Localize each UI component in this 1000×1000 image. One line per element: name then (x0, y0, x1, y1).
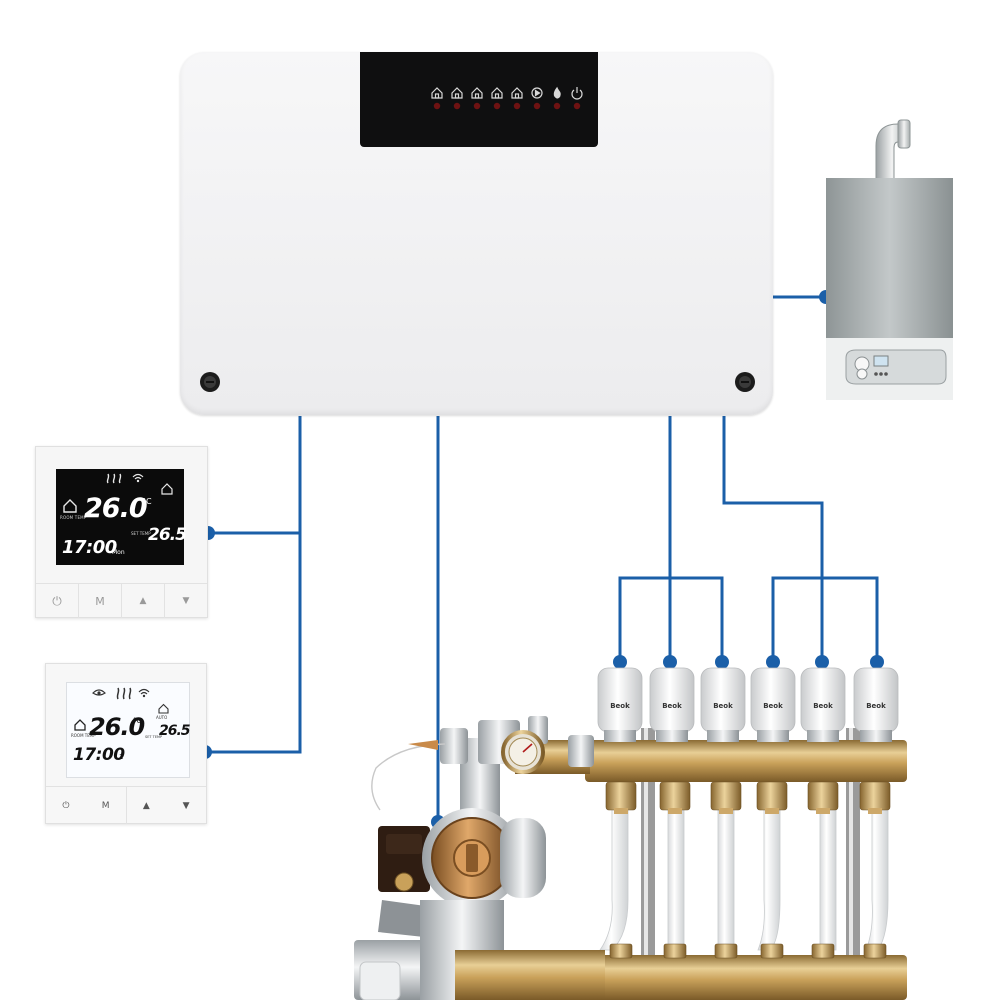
supply-outlet-fittings (605, 781, 891, 814)
actuator-3: Beok (700, 667, 746, 742)
clock-time: 17:00 (62, 537, 117, 558)
wire-node-actuator-6 (870, 655, 884, 669)
wire-node-actuator-1 (613, 655, 627, 669)
thermostat-black-screen: ROOM TEMP 26.0 °C SET TEMP 26.5 17:00 Mo… (56, 469, 187, 565)
boiler-flame-icon (553, 86, 561, 99)
pump-led (533, 102, 541, 110)
zone-1-home-icon (431, 87, 443, 99)
room-temp-label: ROOM TEMP (71, 733, 96, 738)
room-home-icon (63, 499, 77, 513)
clock-time: 17:00 (73, 745, 125, 765)
wiring-center-controller (180, 52, 773, 415)
mounting-brackets (641, 728, 860, 1000)
zone-5-home-icon (511, 87, 523, 99)
zone-3-led (473, 102, 481, 110)
zone-4-home-icon (491, 87, 503, 99)
zone-4-led (493, 102, 501, 110)
up-button[interactable]: ▲ (142, 800, 150, 811)
wire-node-actuator-5 (815, 655, 829, 669)
wire-thermostats (205, 416, 302, 754)
set-temp-label: SET TEMP (131, 531, 151, 536)
return-manifold-bar (585, 955, 907, 1000)
capillary-sensor (371, 743, 446, 811)
mode-button[interactable]: M (79, 584, 122, 618)
sensor-probe (408, 740, 438, 750)
actuator-brand-label: Beok (662, 702, 682, 710)
zone-2-home-icon (451, 87, 463, 99)
thermostat-white-display: AUTO ROOM TEMP 26.0 °C SET TEMP 26.5 17:… (45, 663, 207, 824)
room-temp-label: ROOM TEMP (60, 515, 87, 520)
set-temperature: 26.5 (159, 723, 191, 739)
room-temperature-unit: °C (142, 497, 152, 506)
wire-actuators-group-1 (618, 416, 724, 662)
weekday: Mon (112, 549, 125, 556)
room-home-icon (74, 719, 86, 731)
actuator-brand-label: Beok (813, 702, 833, 710)
room-temperature: 26.0 (89, 713, 145, 741)
actuator-1: Beok (597, 667, 643, 742)
wire-node-actuator-4 (766, 655, 780, 669)
actuator-brand-label: Beok (866, 702, 886, 710)
heating-waves-icon (106, 473, 122, 484)
actuator-brand-label: Beok (610, 702, 630, 710)
gas-boiler (826, 119, 953, 400)
power-button[interactable]: ⏻ (36, 584, 79, 618)
wifi-icon (138, 688, 150, 698)
zone-1-led (433, 102, 441, 110)
pump-play-icon (531, 87, 543, 99)
up-button[interactable]: ▲ (122, 584, 165, 618)
zone-5-led (513, 102, 521, 110)
room-temperature: 26.0 (84, 493, 148, 524)
home-mode-icon (161, 483, 173, 495)
boiler-led (553, 102, 561, 110)
controller-indicators (431, 86, 583, 110)
power-led (573, 102, 581, 110)
room-temperature-unit: °C (133, 717, 142, 725)
mode-button[interactable]: M (86, 787, 127, 824)
thermostat-black-display: ROOM TEMP 26.0 °C SET TEMP 26.5 17:00 Mo… (35, 446, 208, 618)
set-temperature: 26.5 (148, 525, 187, 545)
pex-pipes (599, 807, 889, 951)
power-icon (571, 87, 583, 100)
actuator-5: Beok (800, 667, 846, 742)
thermostat-white-screen: AUTO ROOM TEMP 26.0 °C SET TEMP 26.5 17:… (66, 682, 191, 778)
actuator-4: Beok (750, 667, 796, 742)
pump-screw-icon (466, 844, 478, 872)
boiler-display (873, 355, 889, 367)
thermal-actuators: Beok Beok Beok Beok Beok Beok (597, 667, 899, 742)
boiler-control-panel (845, 349, 947, 385)
wire-actuators-group-2 (722, 416, 879, 662)
wire-node-actuator-2 (663, 655, 677, 669)
power-button[interactable]: ⏻ (62, 800, 70, 811)
weekday-index: 1 (119, 753, 124, 761)
thermostat-black-buttons: ⏻ M ▲ ▼ (36, 583, 207, 618)
auto-label: AUTO (156, 715, 168, 720)
down-button[interactable]: ▼ (182, 800, 190, 811)
mixing-valve-group (371, 716, 594, 858)
screw-right-icon (735, 372, 755, 392)
set-temp-label: SET TEMP (145, 735, 163, 739)
boiler-knob-2-icon (856, 368, 868, 380)
zone-3-home-icon (471, 87, 483, 99)
wifi-icon (132, 473, 144, 483)
auto-home-icon (158, 703, 169, 714)
actuator-6: Beok (853, 667, 899, 742)
heating-waves-icon (116, 687, 132, 700)
wire-node-actuator-3 (715, 655, 729, 669)
eco-eye-icon (92, 689, 106, 696)
zone-2-led (453, 102, 461, 110)
supply-manifold-bar (585, 740, 907, 782)
thermostat-white-buttons: ⏻ M ▲ ▼ (46, 786, 206, 824)
circulation-pump (354, 808, 605, 1000)
down-button[interactable]: ▼ (182, 596, 190, 606)
actuator-brand-label: Beok (713, 702, 733, 710)
return-outlet-fittings (609, 943, 887, 959)
screw-left-icon (200, 372, 220, 392)
controller-indicator-panel (360, 52, 598, 147)
actuator-2: Beok (649, 667, 695, 742)
actuator-brand-label: Beok (763, 702, 783, 710)
